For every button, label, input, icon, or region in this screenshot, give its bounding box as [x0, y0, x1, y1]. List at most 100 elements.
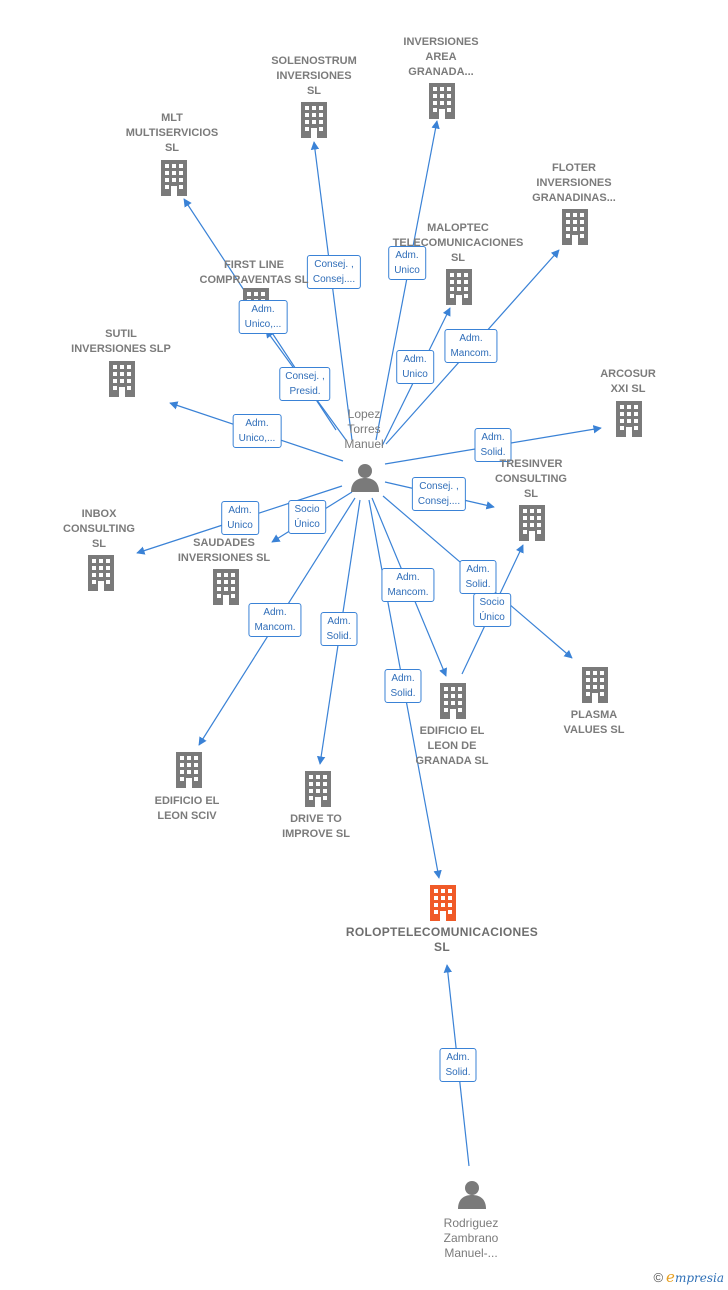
edge-label-lopez-maloptec[interactable]: Adm.Unico [396, 350, 434, 384]
edge-label-lopez-firstline[interactable]: Consej. , Presid. [279, 367, 331, 401]
node-label-line: INVERSIONES SL [177, 552, 271, 564]
edge-label-line: Consej. , [419, 481, 459, 492]
edge-label-line: Unico,... [238, 433, 276, 444]
edge-label-lopez-rolop[interactable]: Adm.Solid. [384, 669, 422, 703]
node-label-line: LEON DE [427, 740, 477, 752]
empresia-logo: empresia [666, 1268, 724, 1286]
node-label-line: MULTISERVICIOS [125, 127, 219, 139]
edge-label-line: Único [479, 612, 505, 623]
building-icon-inbox[interactable] [88, 555, 114, 591]
edge-label-line: Adm. [245, 418, 269, 429]
edge-label-rodriguez-rolop[interactable]: Adm. Solid. [439, 1048, 477, 1082]
node-label-line: Zambrano [443, 1231, 499, 1245]
edge-label-lopez-area[interactable]: Adm.Unico [388, 246, 426, 280]
node-label-line: ARCOSUR [600, 368, 656, 380]
building-icon-area[interactable] [429, 83, 455, 119]
person-icon-lopez[interactable] [351, 464, 379, 492]
edge-label-line: Unico,... [244, 319, 282, 330]
node-label-line: MALOPTEC [427, 222, 489, 234]
building-icon-saudades[interactable] [213, 569, 239, 605]
edge-label-line: Adm. [263, 607, 287, 618]
node-label-line: IMPROVE SL [282, 828, 350, 840]
building-icon-mlt[interactable] [161, 160, 187, 196]
building-icon-edificioleongranada[interactable] [440, 683, 466, 719]
edge-label-line: Unico [227, 520, 253, 531]
edge-label-line: Adm. [395, 250, 419, 261]
edge-label-line: Socio [294, 504, 320, 515]
edge-label-line: Consej.... [312, 274, 356, 285]
node-label-line: SOLENOSTRUM [271, 55, 357, 67]
node-label-line: ROLOPTELECOMUNICACIONES [345, 925, 539, 939]
building-icon-edificioleonsciv[interactable] [176, 752, 202, 788]
edge-label-line: Solid. [465, 579, 491, 590]
node-label-line: FLOTER [551, 162, 596, 174]
edge-label-line: Solid. [390, 688, 416, 699]
node-label-line: Manuel-... [444, 1246, 498, 1260]
building-icon-plasma[interactable] [582, 667, 608, 703]
building-icon-arcosur[interactable] [616, 401, 642, 437]
node-label-line: CONSULTING [63, 523, 135, 535]
node-label-line: GRANADA SL [415, 755, 489, 767]
edge-label-line: Adm. [459, 333, 483, 344]
edge-label-line: Presid. [289, 386, 321, 397]
building-icon-rolop[interactable] [430, 885, 456, 921]
edge-label-lopez-edificioleongranada[interactable]: Adm.Mancom. [381, 568, 435, 602]
edge-label-lopez-arcosur[interactable]: Adm.Solid. [474, 428, 512, 462]
edge-label-line: Adm. [228, 505, 252, 516]
node-label-line: Lopez [347, 407, 381, 421]
building-icon-sutil[interactable] [109, 361, 135, 397]
edge-label-line: Mancom. [450, 348, 492, 359]
node-label-line: SAUDADES [193, 537, 255, 549]
edge-label-line: Solid. [326, 631, 352, 642]
edge-label-line: Solid. [445, 1067, 471, 1078]
edge-label-line: Socio [479, 597, 505, 608]
node-label-line: TELECOMUNICACIONES [392, 237, 524, 249]
edge-label-lopez-inbox[interactable]: Adm. Unico [221, 501, 259, 535]
node-label-line: PLASMA [570, 709, 618, 721]
node-label-saudades[interactable]: SAUDADES INVERSIONES SL [178, 536, 270, 566]
building-icon-floter[interactable] [562, 209, 588, 245]
edge-lopez-area [375, 120, 440, 441]
edge-label-line: Adm. [481, 432, 505, 443]
node-label-maloptec[interactable]: MALOPTEC TELECOMUNICACIONES SL [393, 221, 524, 266]
person-icon-rodriguez[interactable] [458, 1181, 486, 1209]
building-icon-tresinver[interactable] [519, 505, 545, 541]
building-icon-solenostrum[interactable] [301, 102, 327, 138]
edge-label-lopez-edificioleonsciv[interactable]: Adm.Mancom. [248, 603, 302, 637]
edge-label-lopez-solenostrum[interactable]: Consej. ,Consej.... [306, 255, 362, 289]
building-icon-drive[interactable] [305, 771, 331, 807]
node-label-line: SL [450, 252, 466, 264]
edge-label-lopez-floter[interactable]: Adm. Mancom. [444, 329, 498, 363]
edge-label-lopez-mlt[interactable]: Adm.Unico,... [238, 300, 288, 334]
node-label-line: INVERSIONES SLP [71, 343, 171, 355]
node-label-line: SL [434, 940, 450, 954]
building-icon-maloptec[interactable] [446, 269, 472, 305]
node-label-line: SL [306, 85, 322, 97]
edge-label-line: Consej. , [285, 371, 325, 382]
edge-label-lopez-tresinver[interactable]: Consej. ,Consej.... [411, 477, 467, 511]
edge-label-lopez-drive[interactable]: Adm.Solid. [320, 612, 358, 646]
edge-label-lopez-plasma[interactable]: Adm.Solid. [459, 560, 497, 594]
node-label-line: TRESINVER [499, 458, 563, 470]
edge-label-line: Adm. [446, 1052, 470, 1063]
edge-label-lopez-sutil[interactable]: Adm. Unico,... [232, 414, 282, 448]
